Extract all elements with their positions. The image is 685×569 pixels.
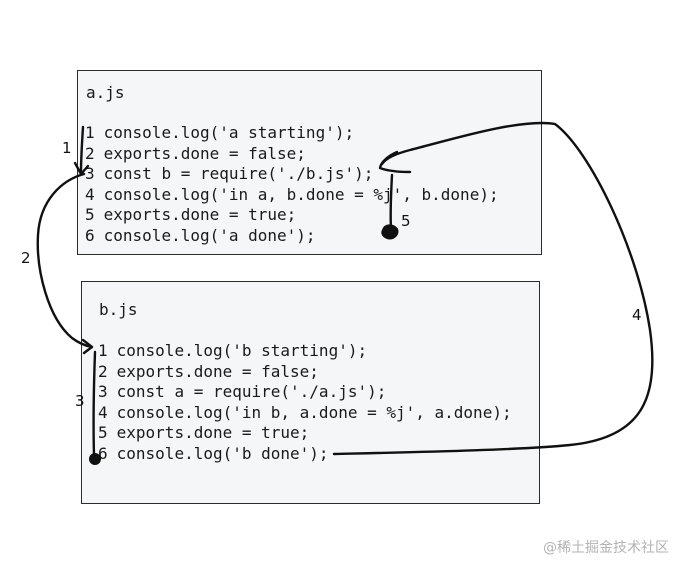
- step-label-1: 1: [62, 139, 72, 157]
- code-line: 4 console.log('in a, b.done = %j', b.done…: [85, 185, 499, 206]
- code-line: 1 console.log('a starting');: [85, 123, 499, 144]
- line-code: const b = require('./b.js');: [103, 164, 374, 184]
- line-number: 4: [85, 184, 95, 204]
- line-code: console.log('in a, b.done = %j', b.done)…: [103, 184, 499, 204]
- code-line: 5 exports.done = true;: [85, 205, 499, 226]
- line-code: console.log('b done');: [116, 443, 329, 463]
- code-box-a-js: a.js 1 console.log('a starting'); 2 export…: [77, 70, 542, 255]
- step-label-4: 4: [632, 306, 642, 324]
- line-number: 5: [85, 205, 95, 225]
- line-number: 4: [98, 402, 108, 422]
- code-line: 3 const a = require('./a.js');: [98, 382, 512, 403]
- code-box-b-js: b.js 1 console.log('b starting'); 2 export…: [81, 281, 540, 504]
- file-title-b-js: b.js: [99, 300, 138, 319]
- code-line: 3 const b = require('./b.js');: [85, 164, 499, 185]
- line-code: exports.done = true;: [103, 205, 297, 225]
- code-lines-b-js: 1 console.log('b starting'); 2 exports.don…: [98, 341, 512, 465]
- code-line: 6 console.log('b done');: [98, 444, 512, 465]
- line-number: 1: [85, 123, 95, 142]
- code-line: 4 console.log('in b, a.done = %j', a.done…: [98, 403, 512, 424]
- file-title-a-js: a.js: [86, 83, 125, 102]
- line-number: 6: [85, 225, 95, 245]
- line-code: console.log('a done');: [103, 225, 316, 245]
- line-code: console.log('in b, a.done = %j', a.done)…: [116, 402, 512, 422]
- step-label-3: 3: [75, 392, 85, 410]
- line-number: 6: [98, 443, 108, 463]
- step-label-2: 2: [21, 249, 31, 267]
- code-lines-a-js: 1 console.log('a starting'); 2 exports.don…: [85, 123, 499, 247]
- code-line: 2 exports.done = false;: [98, 362, 512, 383]
- line-code: console.log('b starting');: [116, 341, 368, 360]
- line-code: exports.done = false;: [116, 361, 319, 381]
- code-line: 2 exports.done = false;: [85, 144, 499, 165]
- line-number: 2: [85, 143, 95, 163]
- code-line: 6 console.log('a done');: [85, 226, 499, 247]
- code-line: 5 exports.done = true;: [98, 423, 512, 444]
- line-code: exports.done = true;: [116, 423, 310, 443]
- step-label-5: 5: [401, 212, 411, 230]
- line-code: const a = require('./a.js');: [116, 382, 387, 402]
- line-number: 2: [98, 361, 108, 381]
- line-number: 1: [98, 341, 108, 360]
- line-code: exports.done = false;: [103, 143, 306, 163]
- line-number: 3: [85, 164, 95, 184]
- line-number: 5: [98, 423, 108, 443]
- watermark: @稀土掘金技术社区: [543, 540, 669, 556]
- code-line: 1 console.log('b starting');: [98, 341, 512, 362]
- line-number: 3: [98, 382, 108, 402]
- line-code: console.log('a starting');: [103, 123, 355, 142]
